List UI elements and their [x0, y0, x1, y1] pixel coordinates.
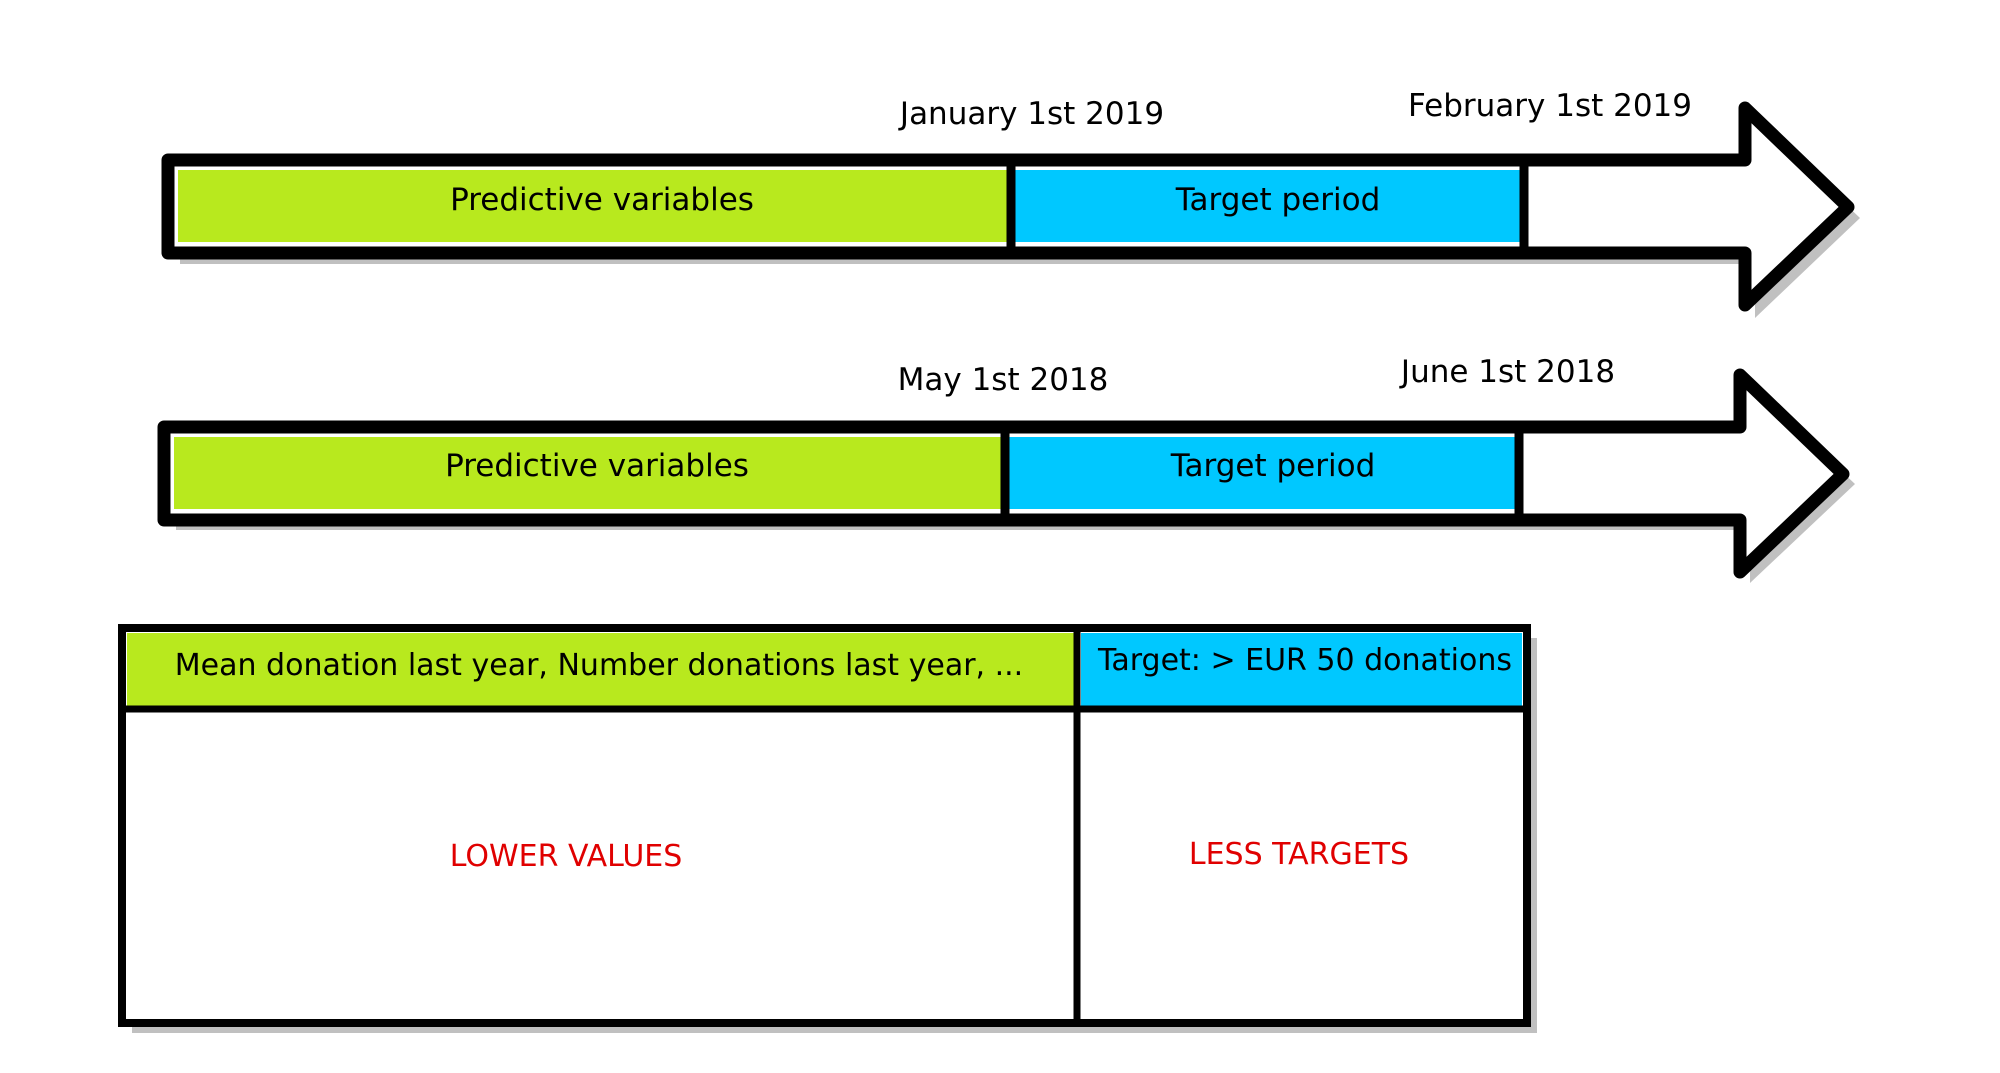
target-header-label: Target: > EUR 50 donations — [1097, 643, 1512, 678]
timeline-1-predictive-label: Predictive variables — [450, 182, 754, 218]
timeline-2-predictive-segment — [174, 437, 1002, 509]
target-note: LESS TARGETS — [1189, 837, 1409, 872]
features-header-cell — [127, 633, 1074, 706]
timeline-1-start-date: January 1st 2019 — [898, 96, 1164, 132]
target-header-cell — [1081, 633, 1522, 706]
data-table: Mean donation last year, Number donation… — [118, 624, 1537, 1033]
timeline-2-predictive-label: Predictive variables — [445, 448, 749, 484]
timeline-1: Predictive variables Target period Janua… — [161, 88, 1860, 318]
timeline-2: Predictive variables Target period May 1… — [157, 354, 1855, 583]
timeline-1-target-segment — [1015, 170, 1520, 242]
timeline-2-start-date: May 1st 2018 — [898, 362, 1109, 398]
timeline-2-end-date: June 1st 2018 — [1399, 354, 1615, 390]
timeline-2-target-label: Target period — [1170, 448, 1376, 484]
timeline-2-target-segment — [1009, 437, 1515, 509]
timeline-1-predictive-segment — [178, 170, 1008, 242]
features-header-label: Mean donation last year, Number donation… — [175, 648, 1023, 683]
timeline-1-end-date: February 1st 2019 — [1408, 88, 1692, 124]
features-note: LOWER VALUES — [450, 839, 683, 874]
timeline-1-target-label: Target period — [1175, 182, 1381, 218]
